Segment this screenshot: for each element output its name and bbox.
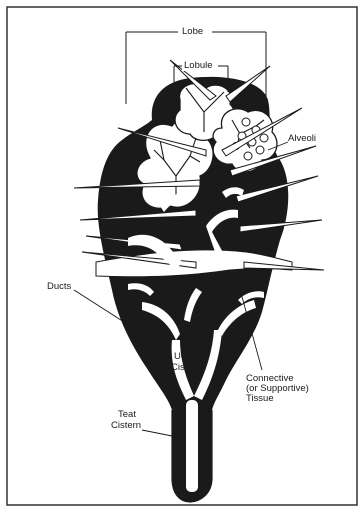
label-alveoli: Alveoli (288, 134, 316, 144)
label-tissue: Tissue (246, 394, 274, 404)
label-teat: Teat (118, 410, 136, 420)
label-lobule: Lobule (182, 61, 215, 71)
label-udder-cistern: Cistern (171, 363, 201, 373)
label-udder: Udder (174, 352, 200, 362)
label-teat-cistern: Cistern (111, 421, 141, 431)
label-lobe: Lobe (180, 27, 205, 37)
label-ducts: Ducts (47, 282, 71, 292)
